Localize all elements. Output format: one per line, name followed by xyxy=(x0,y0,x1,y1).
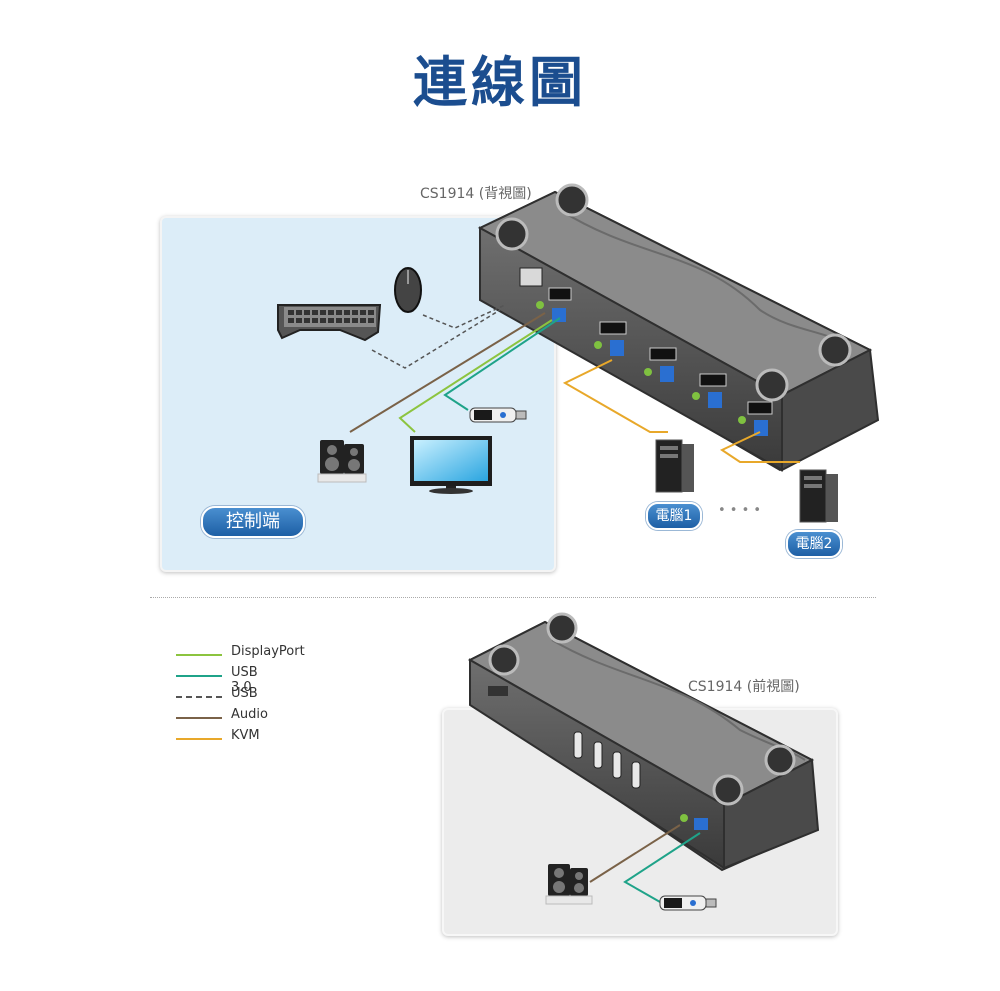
page-title: 連線圖 xyxy=(413,51,587,114)
audio-jack-icon xyxy=(536,301,544,309)
more-computers-ellipsis: • • • • xyxy=(718,503,762,518)
legend-label: USB 3.0 xyxy=(231,665,258,695)
computer-2-icon xyxy=(799,469,838,523)
usb3-port-1-icon xyxy=(610,340,624,356)
legend-label: Audio xyxy=(231,707,268,722)
legend-label: DisplayPort xyxy=(231,644,305,659)
kvm-line-icon xyxy=(176,738,222,740)
usb3-line-icon xyxy=(176,675,222,677)
displayport-3-icon xyxy=(699,373,727,387)
usb3-console-port-icon xyxy=(552,308,566,322)
audio-line-icon xyxy=(176,717,222,719)
displayport-2-icon xyxy=(649,347,677,361)
monitor-icon xyxy=(410,436,492,494)
front-speakers-icon xyxy=(545,864,593,905)
computer-2-label: 電腦2 xyxy=(786,530,842,558)
front-audio-jack-icon xyxy=(680,814,688,822)
console-label: 控制端 xyxy=(201,506,305,538)
computer-1-label: 電腦1 xyxy=(646,502,702,530)
usb-line-icon xyxy=(176,696,222,698)
front-cables xyxy=(589,824,701,903)
port-button-3[interactable] xyxy=(612,751,622,779)
front-usb3-port-icon xyxy=(694,818,708,830)
port-button-4[interactable] xyxy=(631,761,641,789)
rear-cables xyxy=(349,304,800,463)
displayport-4-icon xyxy=(747,401,773,415)
section-divider xyxy=(150,597,876,598)
displayport-1-icon xyxy=(599,321,627,335)
aten-logo xyxy=(488,686,508,696)
kvm-switch-front xyxy=(467,612,820,872)
usb3-port-4-icon xyxy=(754,420,768,436)
port-button-1[interactable] xyxy=(573,731,583,759)
mouse-icon xyxy=(394,267,422,313)
port-button-2[interactable] xyxy=(593,741,603,769)
displayport-console-icon xyxy=(548,287,572,301)
rear-view-caption: CS1914 (背視圖) xyxy=(420,186,532,202)
computer-1-icon xyxy=(655,439,694,493)
kvm-switch-rear xyxy=(477,183,880,472)
front-usb-flash-drive-icon xyxy=(659,895,717,911)
front-view-caption: CS1914 (前視圖) xyxy=(688,679,800,695)
speakers-icon xyxy=(317,440,367,483)
usb-port-icon xyxy=(519,267,543,287)
legend-label: KVM xyxy=(231,728,260,743)
displayport-line-icon xyxy=(176,654,222,656)
legend-label: USB xyxy=(231,686,258,701)
keyboard-icon xyxy=(277,304,382,342)
usb3-port-3-icon xyxy=(708,392,722,408)
usb3-port-2-icon xyxy=(660,366,674,382)
usb-flash-drive-icon xyxy=(469,407,527,423)
